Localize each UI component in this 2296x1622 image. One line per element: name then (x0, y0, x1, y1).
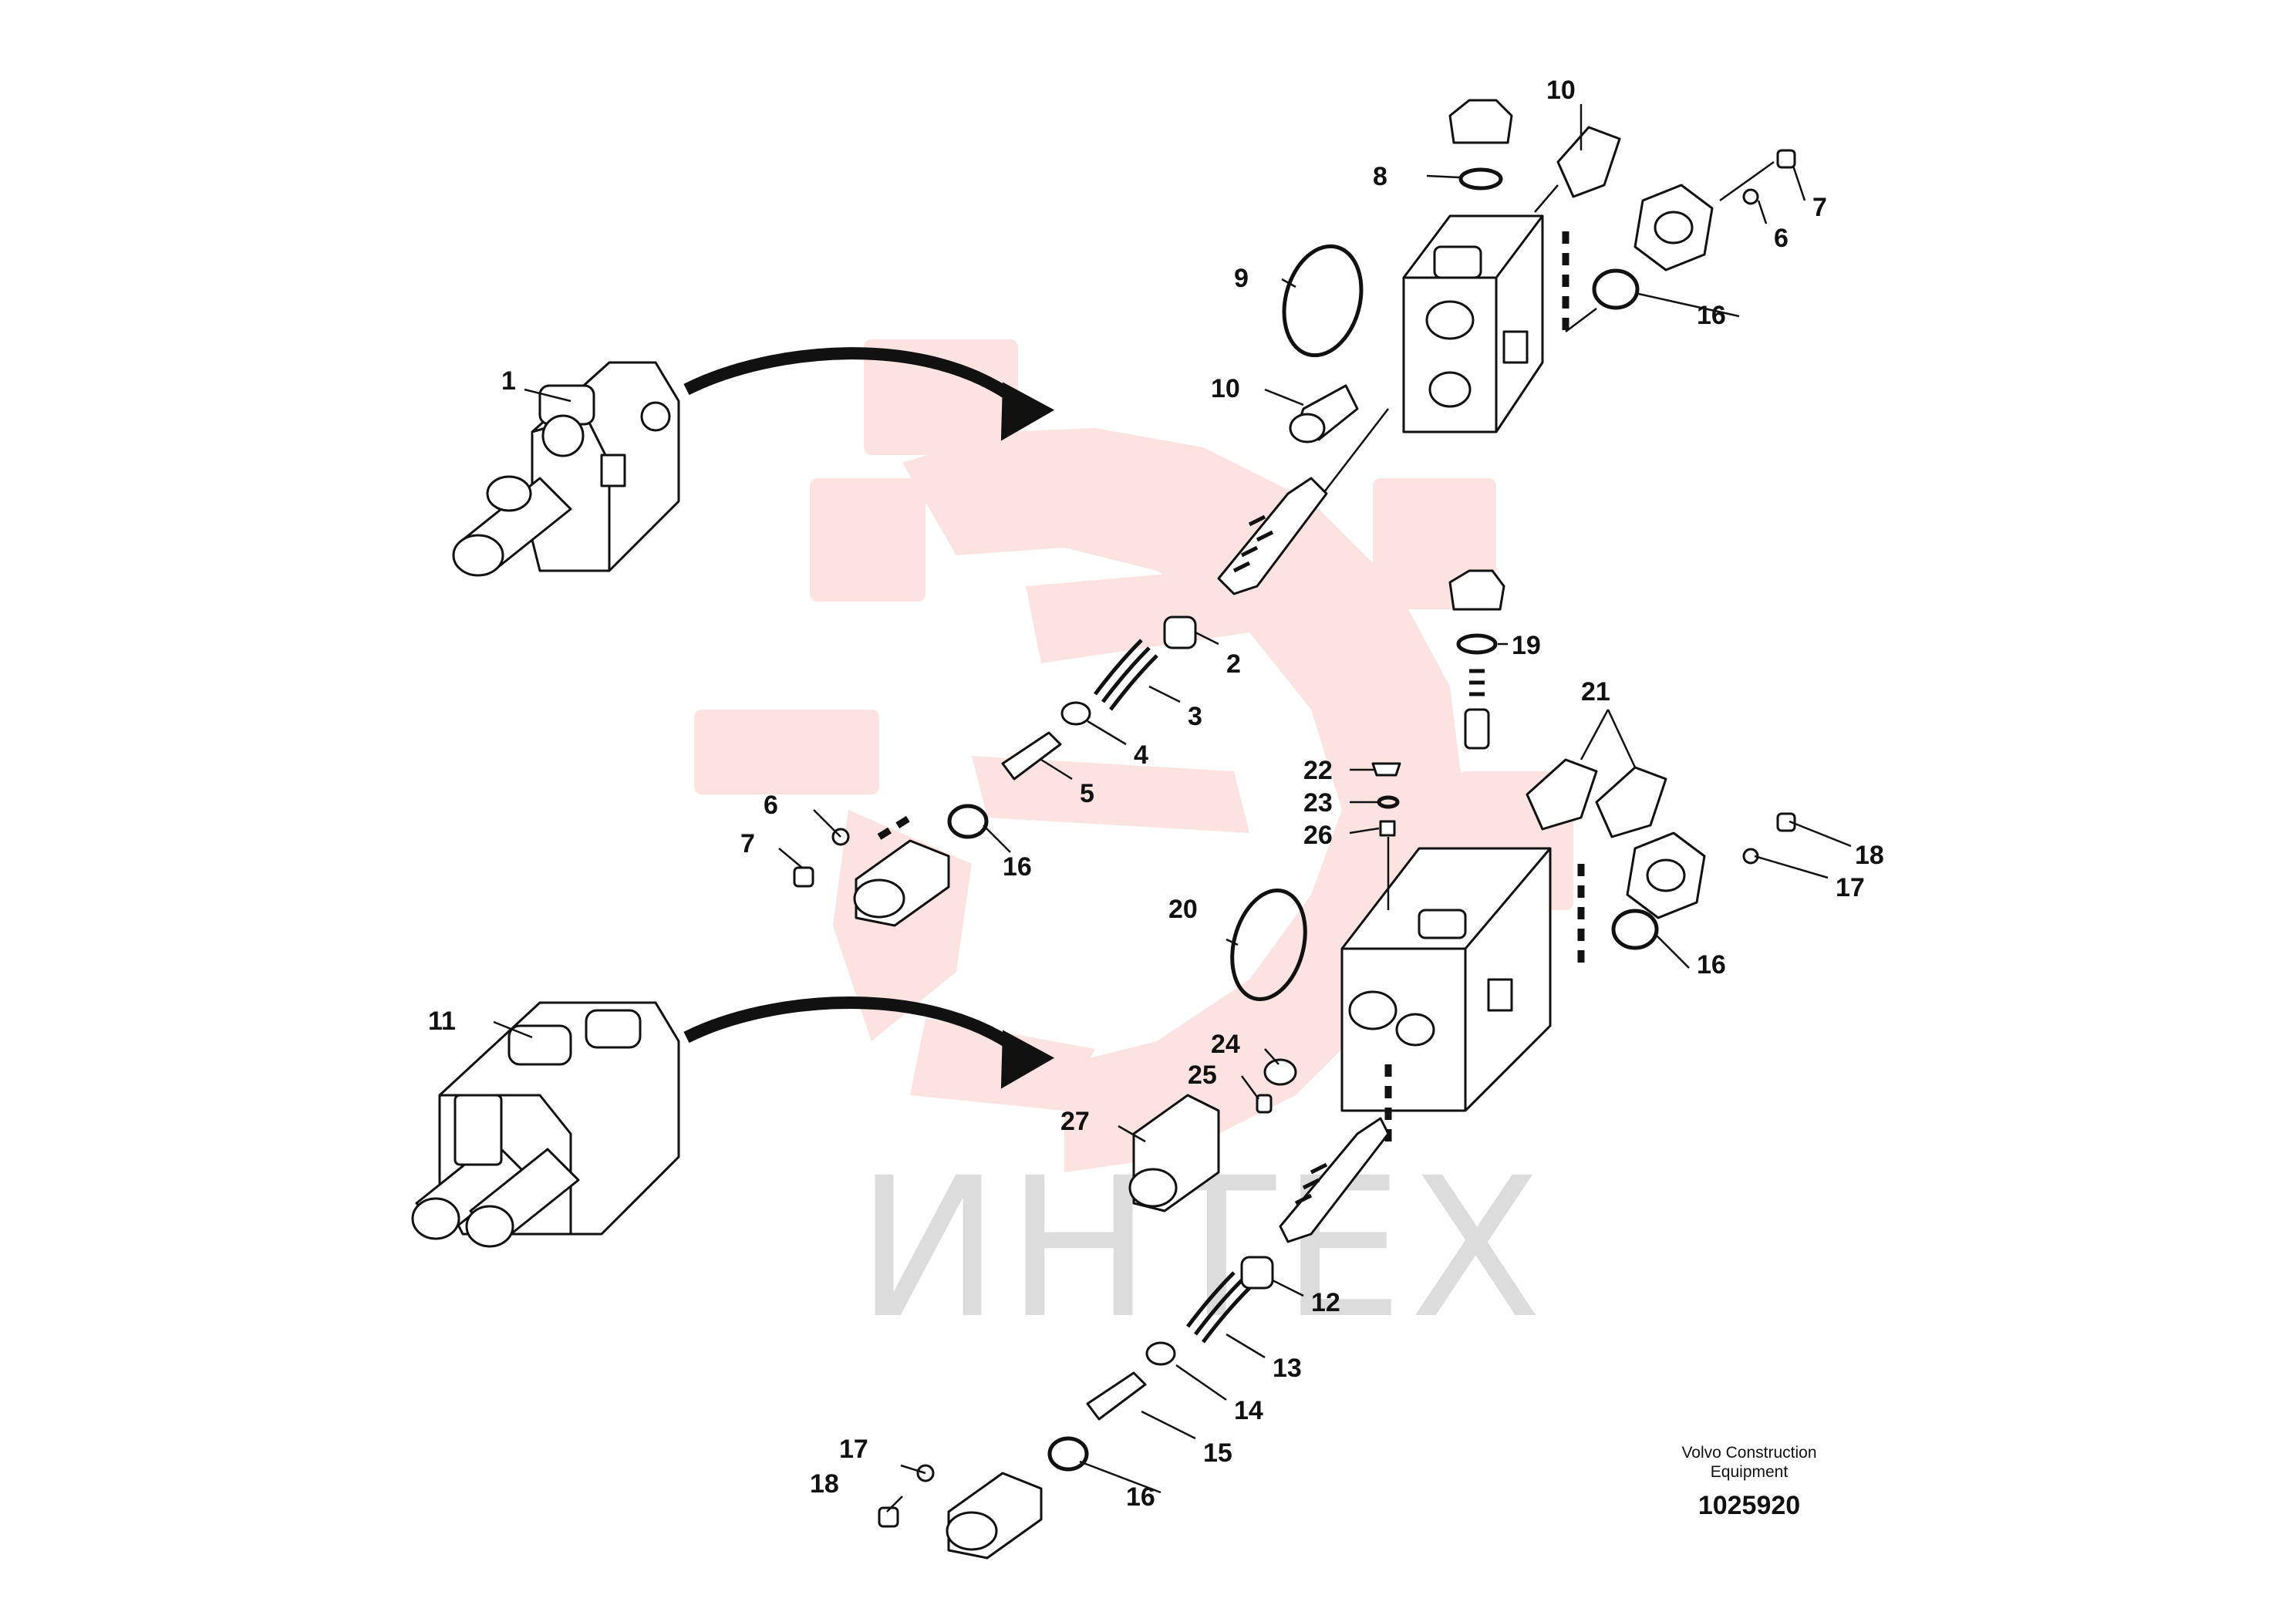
oring-9 (1282, 244, 1364, 358)
callout-5: 5 (1080, 779, 1094, 808)
footer-credit: Volvo Construction Equipment 1025920 (1681, 1444, 1816, 1520)
spool-upper (1001, 408, 1389, 781)
callout-16-upper-mid: 16 (1003, 852, 1032, 882)
adapter-24-25 (1256, 1058, 1297, 1114)
callout-14: 14 (1234, 1396, 1263, 1425)
upper-valve-section (1402, 214, 1544, 433)
callout-6-upper-right: 6 (1774, 224, 1789, 253)
callout-17-lower-right: 17 (1836, 873, 1865, 902)
callout-11: 11 (428, 1007, 456, 1036)
lower-valve-section (1340, 847, 1552, 1112)
callout-26: 26 (1303, 821, 1333, 850)
curved-arrow-bottom (683, 996, 1055, 1089)
callout-22: 22 (1303, 756, 1333, 785)
bolt-lower-right (1742, 812, 1796, 865)
callout-10-mid: 10 (1211, 374, 1240, 403)
callout-20: 20 (1168, 895, 1198, 924)
bolt-upper-right (1742, 149, 1796, 205)
flange-upper (1592, 160, 1775, 310)
end-cap-upper (853, 804, 989, 927)
callout-25: 25 (1188, 1061, 1217, 1090)
relief-valve-10a (1534, 126, 1621, 213)
callout-7-upper-left: 7 (740, 829, 755, 858)
callout-18-lower-left: 18 (810, 1469, 839, 1499)
callout-16-lower-mid: 16 (1126, 1482, 1155, 1512)
assembly-11-illustration (411, 1001, 680, 1248)
cap-27 (1128, 1094, 1220, 1212)
dash-lines-lower (1384, 864, 1585, 1141)
callout-labels: 1 2 3 4 5 6 7 6 7 8 9 10 10 11 12 13 14 … (428, 76, 1884, 1512)
callout-24: 24 (1211, 1030, 1240, 1059)
relief-valves-21 (1526, 758, 1667, 838)
spool-lower (1086, 1117, 1390, 1421)
end-cap-lower (946, 1436, 1089, 1560)
credit-line-2: Equipment (1711, 1463, 1789, 1481)
callout-19: 19 (1512, 631, 1541, 660)
callout-21: 21 (1581, 677, 1610, 706)
leader-lines (493, 104, 1852, 1512)
oring-20 (1230, 888, 1307, 1002)
callout-18-lower-right: 18 (1855, 841, 1884, 870)
plug-lower (1448, 569, 1505, 750)
callout-9: 9 (1234, 264, 1249, 293)
callout-7-upper-right: 7 (1812, 193, 1827, 222)
small-parts-22-26 (1371, 762, 1401, 910)
callout-1: 1 (501, 366, 516, 396)
drawing-number: 1025920 (1698, 1491, 1800, 1520)
callout-3: 3 (1188, 702, 1202, 731)
plug-top (1448, 99, 1513, 191)
callout-2: 2 (1226, 649, 1241, 679)
callout-27: 27 (1060, 1107, 1090, 1136)
callout-10-top: 10 (1546, 76, 1576, 105)
callout-23: 23 (1303, 788, 1333, 818)
assembly-1-illustration (452, 361, 680, 577)
callout-13: 13 (1273, 1354, 1302, 1383)
relief-valve-10b (1289, 384, 1359, 443)
callout-6-upper-left: 6 (764, 791, 778, 820)
dash-lines-upper (1562, 231, 1597, 332)
callout-15: 15 (1203, 1438, 1232, 1468)
callout-12: 12 (1311, 1288, 1340, 1317)
callout-16-lower-right: 16 (1697, 950, 1726, 980)
curved-arrow-top (683, 347, 1055, 441)
credit-line-1: Volvo Construction (1681, 1444, 1816, 1462)
flange-lower (1611, 831, 1706, 950)
callout-4: 4 (1134, 740, 1148, 770)
callout-8: 8 (1373, 162, 1387, 191)
bolt-lower-left (878, 1464, 935, 1528)
callout-17-lower-left: 17 (839, 1435, 868, 1464)
callout-16-upper-right: 16 (1697, 301, 1726, 330)
